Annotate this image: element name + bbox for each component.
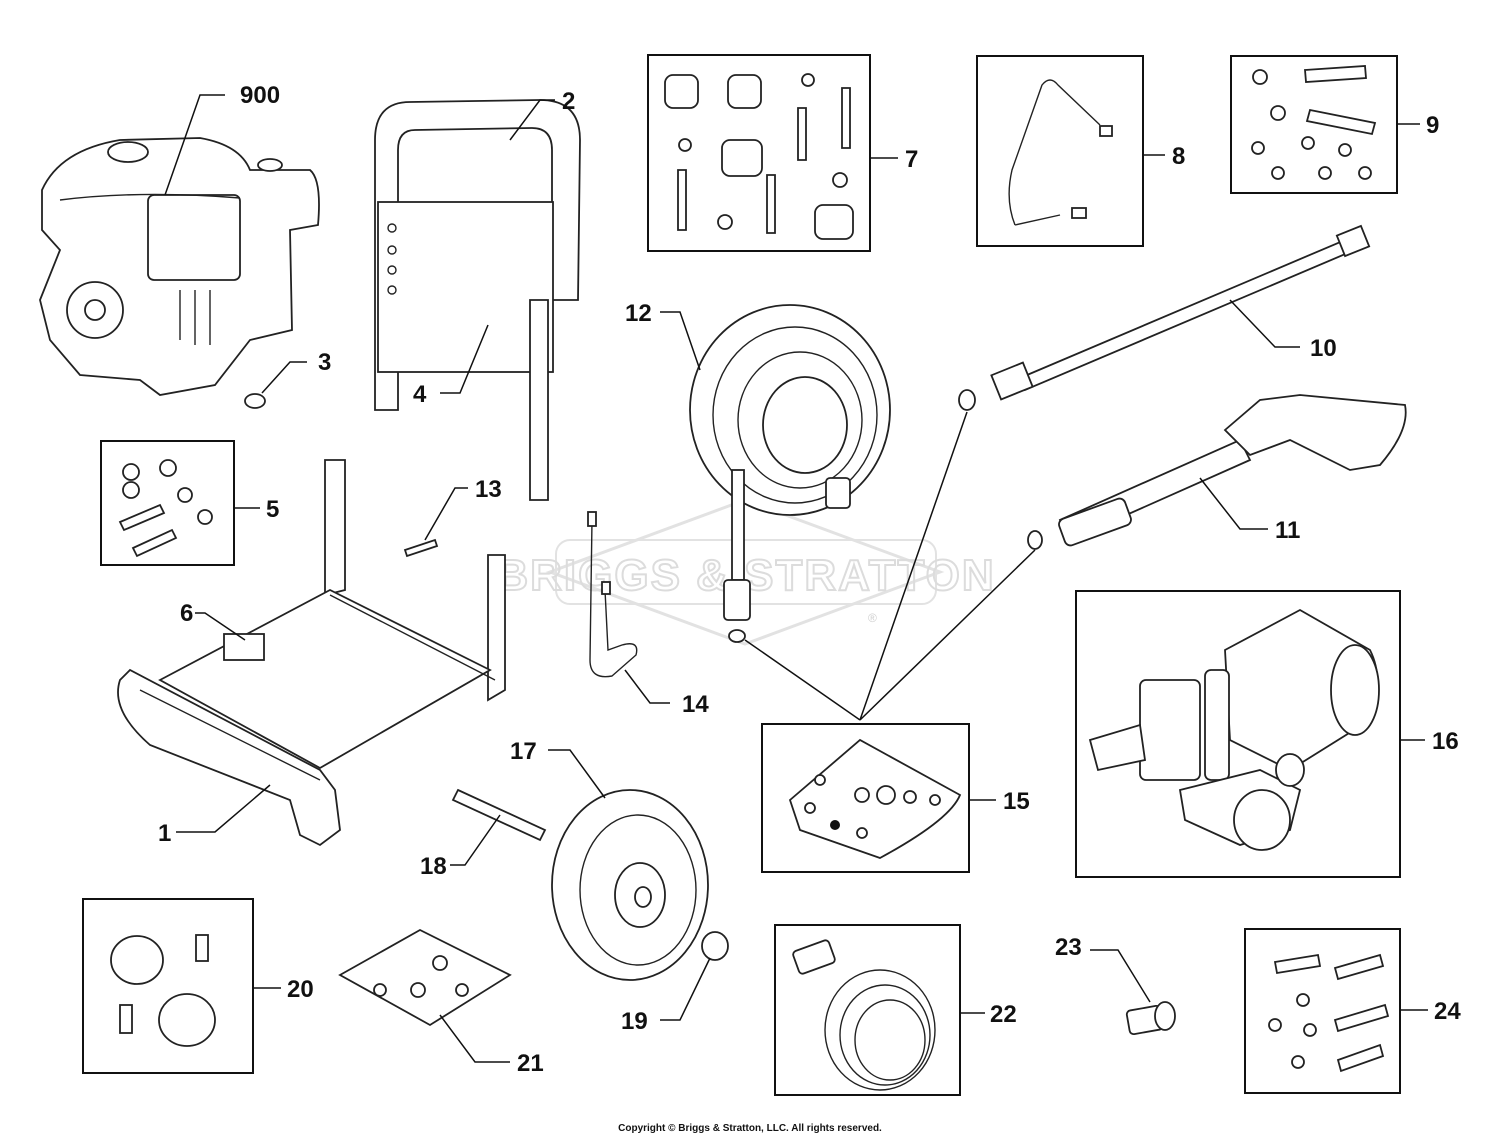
- part-engine: [39, 137, 320, 396]
- leader-6: [195, 612, 246, 641]
- callout-18: 18: [420, 853, 447, 880]
- part-1-frame: [117, 459, 506, 847]
- callout-21: 21: [517, 1050, 544, 1077]
- part-12-hose: [689, 304, 891, 643]
- part-8-tube: [1008, 79, 1113, 226]
- callout-15: 15: [1003, 788, 1030, 815]
- callout-13: 13: [475, 476, 502, 503]
- callout-900: 900: [240, 82, 280, 109]
- watermark-registered-mark: ®: [868, 611, 877, 625]
- part-22-hose-kit-box: [774, 924, 961, 1096]
- callout-11: 11: [1275, 517, 1300, 544]
- callout-9: 9: [1426, 112, 1439, 139]
- leader-12: [660, 311, 701, 371]
- part-20-feet: [110, 934, 216, 1047]
- copyright-notice: Copyright © Briggs & Stratton, LLC. All …: [618, 1123, 882, 1134]
- callout-8: 8: [1172, 143, 1185, 170]
- leader-17: [548, 749, 606, 799]
- callout-10: 10: [1310, 335, 1337, 362]
- callout-5: 5: [266, 496, 279, 523]
- part-24-hardware: [1268, 953, 1390, 1073]
- part-16-pump-box: [1075, 590, 1401, 878]
- brand-watermark: BRIGGS & STRATTON ®: [495, 498, 995, 646]
- part-19-hubcap: [701, 931, 729, 961]
- leader-1: [176, 784, 271, 833]
- part-20-feet-box: [82, 898, 254, 1074]
- part-5-hardware: [118, 459, 213, 558]
- leader-21: [439, 1014, 510, 1063]
- callout-16: 16: [1432, 728, 1459, 755]
- part-8-tube-box: [976, 55, 1144, 247]
- part-16-pump: [1088, 608, 1380, 851]
- leader-18: [450, 814, 501, 866]
- part-24-hardware-box: [1244, 928, 1401, 1094]
- part-3-washer: [244, 393, 266, 409]
- callout-24: 24: [1434, 998, 1461, 1025]
- part-10-wand: [958, 224, 1371, 411]
- part-22-hose-kit: [792, 939, 936, 1091]
- leader-3: [261, 361, 307, 394]
- callout-14: 14: [682, 691, 709, 718]
- part-11-gun: [1027, 394, 1407, 550]
- leader-900: [164, 94, 225, 196]
- part-17-wheel: [551, 789, 709, 981]
- leader-10: [1229, 299, 1300, 348]
- part-15-orings: [788, 738, 962, 859]
- leader-15-gun: [859, 549, 1036, 721]
- callout-22: 22: [990, 1001, 1017, 1028]
- callout-6: 6: [180, 600, 193, 627]
- callout-20: 20: [287, 976, 314, 1003]
- leader-13: [424, 487, 468, 541]
- callout-3: 3: [318, 349, 331, 376]
- part-7-hardware: [664, 73, 854, 240]
- part-9-hardware: [1251, 65, 1377, 180]
- leader-11: [1199, 477, 1268, 530]
- part-2-handle: [374, 99, 581, 501]
- part-15-orings-box: [761, 723, 970, 873]
- leader-15-wand: [859, 411, 968, 721]
- callout-12: 12: [625, 300, 652, 327]
- part-13-pin: [403, 538, 439, 558]
- part-7-hardware-box: [647, 54, 871, 252]
- callout-17: 17: [510, 738, 537, 765]
- leader-23: [1090, 949, 1151, 1003]
- leader-14: [624, 669, 670, 704]
- callout-23: 23: [1055, 934, 1082, 961]
- leader-15-hose: [744, 639, 861, 721]
- callout-1: 1: [158, 820, 171, 847]
- leader-4: [440, 324, 489, 394]
- callout-7: 7: [905, 146, 918, 173]
- part-5-hardware-box: [100, 440, 235, 566]
- part-14-tube: [587, 511, 638, 678]
- part-23-fitting: [1125, 1001, 1176, 1036]
- leader-2: [509, 99, 555, 141]
- part-21-nozzles: [338, 928, 512, 1027]
- callout-19: 19: [621, 1008, 648, 1035]
- part-18-axle: [451, 788, 547, 842]
- callout-2: 2: [562, 88, 575, 115]
- leader-19: [660, 957, 711, 1021]
- callout-4: 4: [413, 381, 427, 408]
